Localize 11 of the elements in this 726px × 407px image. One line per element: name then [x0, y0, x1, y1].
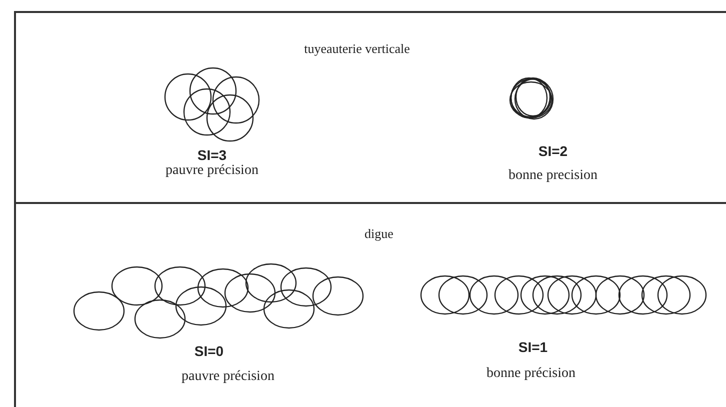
precision-label: bonne précision [486, 366, 576, 382]
precision-label: bonne precision [508, 168, 598, 184]
panel-heading: tuyeauterie verticale [304, 41, 410, 57]
panel-frame [14, 11, 726, 204]
index-value: SI=3 [197, 147, 227, 163]
panel-heading: digue [364, 226, 394, 242]
index-value: SI=0 [194, 343, 224, 359]
precision-label: pauvre précision [166, 163, 258, 179]
index-value: SI=2 [538, 143, 568, 159]
index-value: SI=1 [518, 339, 548, 355]
precision-label: pauvre précision [182, 369, 274, 385]
